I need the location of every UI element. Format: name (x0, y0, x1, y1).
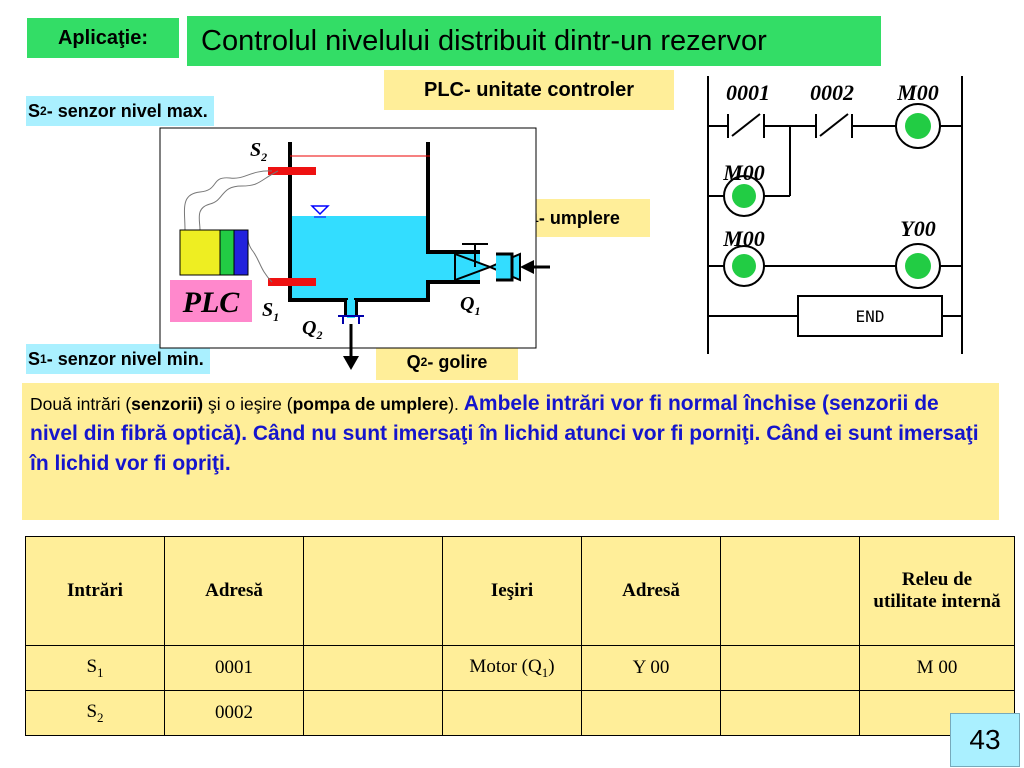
cell-address: 0002 (164, 690, 304, 736)
level-indicator-icon (310, 205, 330, 216)
end-label: END (856, 307, 885, 326)
desc-p2: şi o ieşire ( (203, 394, 293, 414)
s1-sub: 1 (40, 352, 47, 366)
table-row: S2 0002 (25, 690, 1015, 736)
th-adresa-1: Adresă (164, 536, 304, 646)
th-iesiri: Ieşiri (442, 536, 582, 646)
description-box: Două intrări (senzorii) şi o ieşire (pom… (22, 383, 999, 520)
cell-output-address: Y 00 (581, 645, 721, 691)
tank-q2-label: Q2 (302, 317, 322, 342)
cell-output-address (581, 690, 721, 736)
contact3-label: M00 (722, 226, 765, 251)
tank-s2-label: S2 (250, 139, 267, 164)
q2-text: - golire (427, 351, 488, 372)
tank-q1-label: Q1 (460, 293, 480, 318)
s1-prefix: S (28, 348, 41, 369)
q1-text: - umplere (538, 207, 620, 228)
plc-box (179, 229, 221, 276)
cell-output (442, 690, 582, 736)
cell-input: S1 (25, 645, 165, 691)
wire-s2 (183, 170, 273, 231)
water (290, 216, 480, 300)
cell-empty (303, 690, 443, 736)
sensor-s1 (268, 278, 316, 286)
q2-sub: 2 (420, 355, 428, 369)
slide-title: Controlul nivelului distribuit dintr-un … (187, 16, 881, 66)
tank-walls (288, 142, 480, 316)
th-empty-1 (303, 536, 443, 646)
sensor-s2 (268, 167, 316, 175)
plc-label: PLC (182, 286, 241, 319)
desc-p1: Două intrări ( (30, 394, 132, 414)
hold-contact-label: M00 (722, 160, 765, 185)
s2-sub: 2 (40, 104, 47, 118)
slide-tag: Aplicaţie: (27, 18, 179, 58)
cell-empty (720, 645, 860, 691)
ladder-diagram: END 0001 0002 M00 M00 M00 Y00 (707, 76, 963, 354)
table-header-row: Intrări Adresă Ieşiri Adresă Releu de ut… (25, 536, 1015, 646)
s2-prefix: S (28, 100, 41, 121)
th-empty-2 (720, 536, 860, 646)
cell-relay: M 00 (859, 645, 1015, 691)
cell-address: 0001 (164, 645, 304, 691)
desc-b1: senzorii) (131, 394, 204, 414)
table-row: S1 0001 Motor (Q1) Y 00 M 00 (25, 645, 1015, 691)
s2-text: - senzor nivel max. (46, 100, 208, 121)
tank-diagram: S2 S1 Q1 Q2 PLC (159, 127, 550, 370)
s1-text: - senzor nivel min. (46, 348, 204, 369)
desc-b2: pompa de umplere (292, 394, 449, 414)
th-releu: Releu de utilitate internă (859, 536, 1015, 646)
cell-empty (303, 645, 443, 691)
cell-empty (720, 690, 860, 736)
io-table: Intrări Adresă Ieşiri Adresă Releu de ut… (25, 536, 1015, 736)
contact2-label: 0002 (810, 80, 854, 105)
desc-blue: Ambele intrări vor fi normal închise (se… (30, 392, 979, 475)
coil2-label: Y00 (900, 216, 935, 241)
tank-s1-label: S1 (262, 299, 279, 324)
desc-p3: ). (448, 394, 464, 414)
cell-output: Motor (Q1) (442, 645, 582, 691)
contact1-label: 0001 (726, 80, 770, 105)
th-adresa-2: Adresă (581, 536, 721, 646)
cell-input: S2 (25, 690, 165, 736)
coil1-label: M00 (896, 80, 939, 105)
q2-prefix: Q (406, 351, 421, 372)
plc-label-bg (170, 280, 252, 322)
page-number: 43 (950, 713, 1020, 767)
plc-unit-label: PLC- unitate controler (384, 70, 674, 110)
th-intrari: Intrări (25, 536, 165, 646)
